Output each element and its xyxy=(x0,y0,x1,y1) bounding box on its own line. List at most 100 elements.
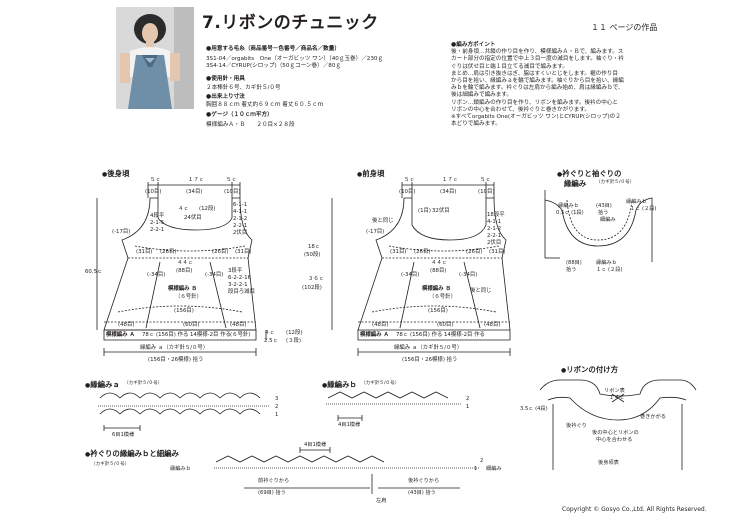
neck-pick-88: (88目) xyxy=(566,259,582,266)
back-c44: ４４ｃ xyxy=(177,260,193,266)
back-c4: ４ｃ xyxy=(178,206,189,212)
front-r-1c: (1目) xyxy=(418,207,431,214)
back-top-10-left: (10目) xyxy=(145,188,161,195)
page-reference: １１ ページの作品 xyxy=(591,23,658,32)
ribbon-body: 後身頃表 xyxy=(598,458,620,466)
front-side-note: 後と同じ xyxy=(470,286,492,294)
neck-edge-heading: 衿ぐりと袖ぐりの xyxy=(557,168,621,179)
front-m34r: (-34目) xyxy=(459,271,477,278)
back-rdec-2: 4-1-1 xyxy=(233,209,247,215)
front-c18: 18ｃ xyxy=(308,244,320,250)
yarn-heading: 用意する毛糸（商品番号－色番号／商品名／数量） xyxy=(206,45,383,53)
front-s88: (88目) xyxy=(430,267,446,274)
neck-b-front-pick2: (69目) 拾う xyxy=(258,488,286,496)
front-r18: 18段平 xyxy=(487,210,505,218)
back-top-10-right: (10目) xyxy=(224,188,240,195)
edge-b-unit: 4目1模様 xyxy=(338,420,361,428)
edge-a-row1: 1 xyxy=(275,412,278,418)
back-r12b: (12段) xyxy=(286,328,302,336)
neck-b-row1: 1 xyxy=(474,466,477,472)
front-pat-b: 模様編み Ｂ xyxy=(422,284,451,292)
neck-b-right: 細編み xyxy=(486,464,502,472)
ribbon-wrap: 巻きかがる xyxy=(640,412,666,420)
neck-s43: (43目) xyxy=(596,202,612,209)
neck-b-row2: 2 xyxy=(480,458,483,464)
points-line-3: ぐりは伏せ目と端１目立てる減目で編みます。 xyxy=(451,63,568,70)
front-top-5c-right: ５ｃ xyxy=(480,177,491,183)
back-s156: (156目) xyxy=(174,307,194,314)
back-top-5c-left: ５ｃ xyxy=(150,177,161,183)
front-top-34: (34目) xyxy=(440,188,456,195)
front-s26r: (26目) xyxy=(466,248,482,255)
points-line-4: まとめ…肩は引き抜きはぎ、脇はすくいとじをします。裾の作り目 xyxy=(451,70,618,77)
yarn-line-2: 3S4-14／CYRUP(シロップ)（50ｇコーン巻）／80ｇ xyxy=(206,63,342,70)
gauge-line: 模様編みＡ・Ｂ ２０目×２８段 xyxy=(206,121,295,128)
front-d4: 2伏目 xyxy=(487,238,501,246)
neck-b-left: 縁編みｂ xyxy=(170,464,191,472)
neck-b-unit: 4目1模様 xyxy=(304,440,327,448)
front-top-17c: １７ｃ xyxy=(442,177,458,183)
page-title: 7.リボンのチュニック xyxy=(202,13,379,33)
points-line-7: 後は細編みで編みます。 xyxy=(451,92,512,99)
neck-edge-heading-2: 縁編み xyxy=(564,179,587,188)
neck-pick-88b: 拾う xyxy=(566,265,576,273)
model-photo xyxy=(116,7,194,109)
back-r3: (３段) xyxy=(286,336,301,344)
back-m34l: (-34目) xyxy=(147,271,165,278)
back-rdec-4: 2-2-1 xyxy=(233,223,247,229)
front-d3: 2-2-1 xyxy=(487,233,501,239)
points-line-8: リボン…鎖編みの作り目を作り、リボンを編みます。後衿の中心と xyxy=(451,99,619,106)
points-line-10: ※すべてorgabits One(オーガビッツ ワン)とCYRUP(シロップ)の… xyxy=(451,114,621,121)
edge-b-heading: 縁編みｂ xyxy=(322,379,357,390)
neck-detail-outline xyxy=(544,190,653,262)
back-dec-1: 4段平 xyxy=(150,211,165,219)
front-bind: 32伏目 xyxy=(432,206,450,214)
back-rdec-3: 2-1-2 xyxy=(233,216,247,222)
front-labels: ５ｃ (10目) １７ｃ (34目) ５ｃ (10目) 32伏目 18ｃ (50… xyxy=(302,177,505,363)
yarn-section: 用意する毛糸（商品番号－色番号／商品名／数量） 3S1-04／orgabits … xyxy=(206,45,383,129)
neck-edge-hook: （カギ針５/０号） xyxy=(596,180,635,185)
front-heading: 前身頃 xyxy=(357,168,384,179)
back-rdec-5: 2伏目 xyxy=(233,228,247,236)
front-pat-a: 模様編み Ａ xyxy=(360,330,389,338)
neck-b-hook: （カギ針５/０号） xyxy=(91,462,130,467)
front-r50: (50段) xyxy=(304,250,320,258)
back-m34r: (-34目) xyxy=(205,271,223,278)
front-m34l: (-34目) xyxy=(401,271,419,278)
front-edge-label: 縁編み ａ（カギ針５/０号） xyxy=(394,343,462,351)
back-s60: (60目) xyxy=(183,321,199,328)
edge-b-chart-lines xyxy=(326,391,462,421)
edge-a-row3: 3 xyxy=(275,396,278,402)
front-r102: (102段) xyxy=(302,283,322,291)
back-rdec-1: 6-1-1 xyxy=(233,202,247,208)
back-pat-b: 模様編み Ｂ xyxy=(168,284,197,292)
edge-a-unit: 6目1模様 xyxy=(112,430,135,438)
back-needle6: (６号針) xyxy=(230,330,250,338)
back-s48l: (48目) xyxy=(118,321,134,328)
tools-heading: 使用針・用具 xyxy=(206,75,383,83)
points-line-11: 本どりで編みます。 xyxy=(451,121,501,128)
back-pick: (156目・26模様) 拾う xyxy=(148,355,203,363)
copyright: Copyright © Gosyo Co.,Ltd. All Rights Re… xyxy=(562,506,707,513)
back-s31l: (31目) xyxy=(136,248,152,255)
front-s48l: (48目) xyxy=(372,321,388,328)
neck-edge-b: 縁編みｂ xyxy=(558,201,579,209)
edge-a-row2: 2 xyxy=(275,404,278,410)
ribbon-back-neck: 後衿ぐり xyxy=(566,421,587,429)
back-r3c: 段目ろ減目 xyxy=(228,287,255,295)
back-side-total: 60.5ｃ xyxy=(85,269,102,275)
edge-b-row1: 1 xyxy=(466,404,469,410)
edge-a-heading: 縁編みａ xyxy=(85,379,120,390)
front-s26l: (26目) xyxy=(414,248,430,255)
gauge-heading: ゲージ（１０ｃｍ平方） xyxy=(206,111,383,119)
tools-line: ２本棒針６号、カギ針５/０号 xyxy=(206,84,281,91)
ribbon-detail-lines xyxy=(539,379,697,470)
neck-sc: 細編み xyxy=(600,215,616,223)
back-pat-b-needle: （６号針） xyxy=(175,292,202,300)
front-c36: ３６ｃ xyxy=(308,276,324,282)
back-c4b: ４ｃ xyxy=(264,330,275,336)
back-r3rd: 3段平 xyxy=(228,266,243,274)
front-row-14: 14模様-2目 作る xyxy=(444,330,485,338)
ribbon-labels: リボン表 １４ｃ 3.5ｃ (4段) 巻きかがる 後衿ぐり 後の中心とリボンの … xyxy=(520,386,666,466)
ribbon-face: リボン表 xyxy=(604,386,626,394)
